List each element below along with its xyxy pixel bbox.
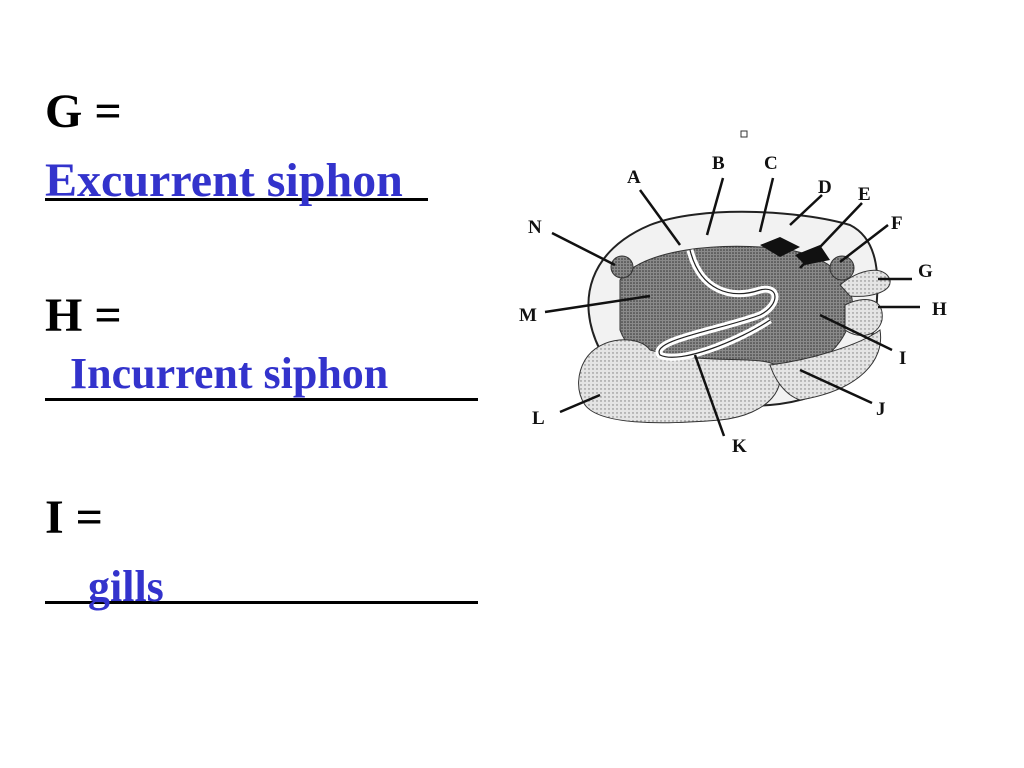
answer-line-i — [45, 601, 478, 604]
label-e: E — [858, 184, 871, 205]
question-h-label: H = — [45, 289, 122, 342]
label-a: A — [627, 167, 641, 188]
answer-line-h — [45, 398, 478, 401]
answer-h: Incurrent siphon — [70, 349, 389, 398]
mantle-lower — [769, 329, 882, 401]
label-g: G — [918, 261, 933, 282]
label-l: L — [532, 408, 545, 429]
label-c: C — [764, 153, 778, 174]
question-g-label: G = — [45, 85, 122, 138]
label-d: D — [818, 177, 832, 198]
label-n: N — [528, 217, 542, 238]
posterior-adductor — [829, 255, 855, 281]
leader-lines — [544, 177, 920, 437]
label-j: J — [876, 399, 886, 420]
answer-line-g — [45, 198, 428, 201]
label-i: I — [899, 348, 906, 369]
answer-g: Excurrent siphon — [45, 154, 403, 207]
label-h: H — [932, 299, 947, 320]
label-k: K — [732, 436, 747, 457]
answer-i: gills — [88, 562, 164, 611]
question-i-label: I = — [45, 491, 104, 544]
anterior-adductor — [610, 255, 634, 279]
foot — [578, 339, 781, 424]
small-square-mark — [740, 130, 748, 138]
label-f: F — [891, 213, 903, 234]
heart-region — [760, 237, 830, 265]
label-m: M — [519, 305, 537, 326]
label-b: B — [712, 153, 725, 174]
incurrent-siphon — [844, 299, 883, 336]
diagram-labels: A B C D E F G H I J K L M N — [519, 153, 947, 457]
intestine-outline — [658, 249, 776, 358]
